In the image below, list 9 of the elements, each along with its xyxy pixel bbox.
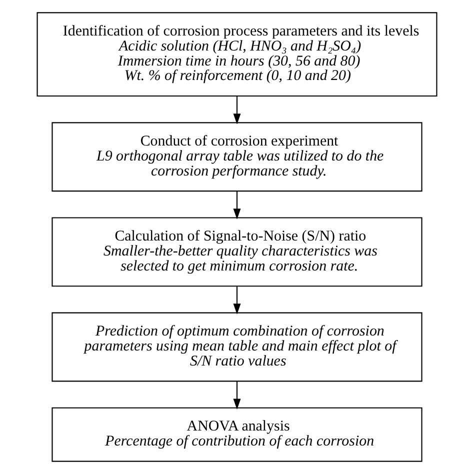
node-box: Prediction of optimum combination of corrosion parameters using mean table and main effect plot of S/N ratio values bbox=[52, 312, 422, 382]
node-box: ANOVA analysis Percentage of contribution of each corrosion bbox=[52, 407, 422, 462]
node-box: Conduct of corrosion experiment L9 orthogonal array table was utilized to do the corrosion performance study. bbox=[52, 122, 422, 192]
node-box: Calculation of Signal-to-Noise (S/N) ratio Smaller-the-better quality characteristics was selected to get minimum corrosion rate. bbox=[52, 217, 422, 287]
arrow bbox=[233, 96, 241, 124]
node-box: Identification of corrosion process parameters and its levels Acidic solution (HCl, HNO₃ and H₂SO₄) Immersion time in hours (30, 56 and 80) Wt. % of reinforcement (0, 10 and 20) bbox=[36, 12, 438, 97]
arrow bbox=[233, 286, 241, 314]
arrow bbox=[233, 192, 241, 220]
arrow bbox=[233, 381, 241, 410]
